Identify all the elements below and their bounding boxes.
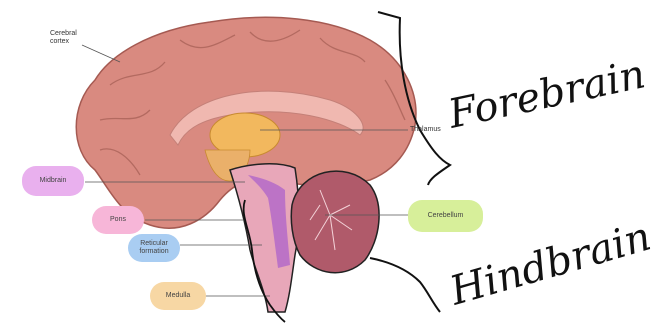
pill-reticular-formation: Reticular formation <box>128 234 180 262</box>
cerebellum-shape <box>291 171 379 273</box>
label-thalamus: Thalamus <box>410 126 441 134</box>
pill-pons: Pons <box>92 206 144 234</box>
forebrain-handwriting: Forebrain <box>444 51 650 138</box>
pill-midbrain: Midbrain <box>22 166 84 196</box>
pill-cerebellum: Cerebellum <box>408 200 483 232</box>
hindbrain-bracket <box>370 258 440 312</box>
label-cerebral-cortex: Cerebral cortex <box>50 30 90 46</box>
pill-medulla: Medulla <box>150 282 206 310</box>
